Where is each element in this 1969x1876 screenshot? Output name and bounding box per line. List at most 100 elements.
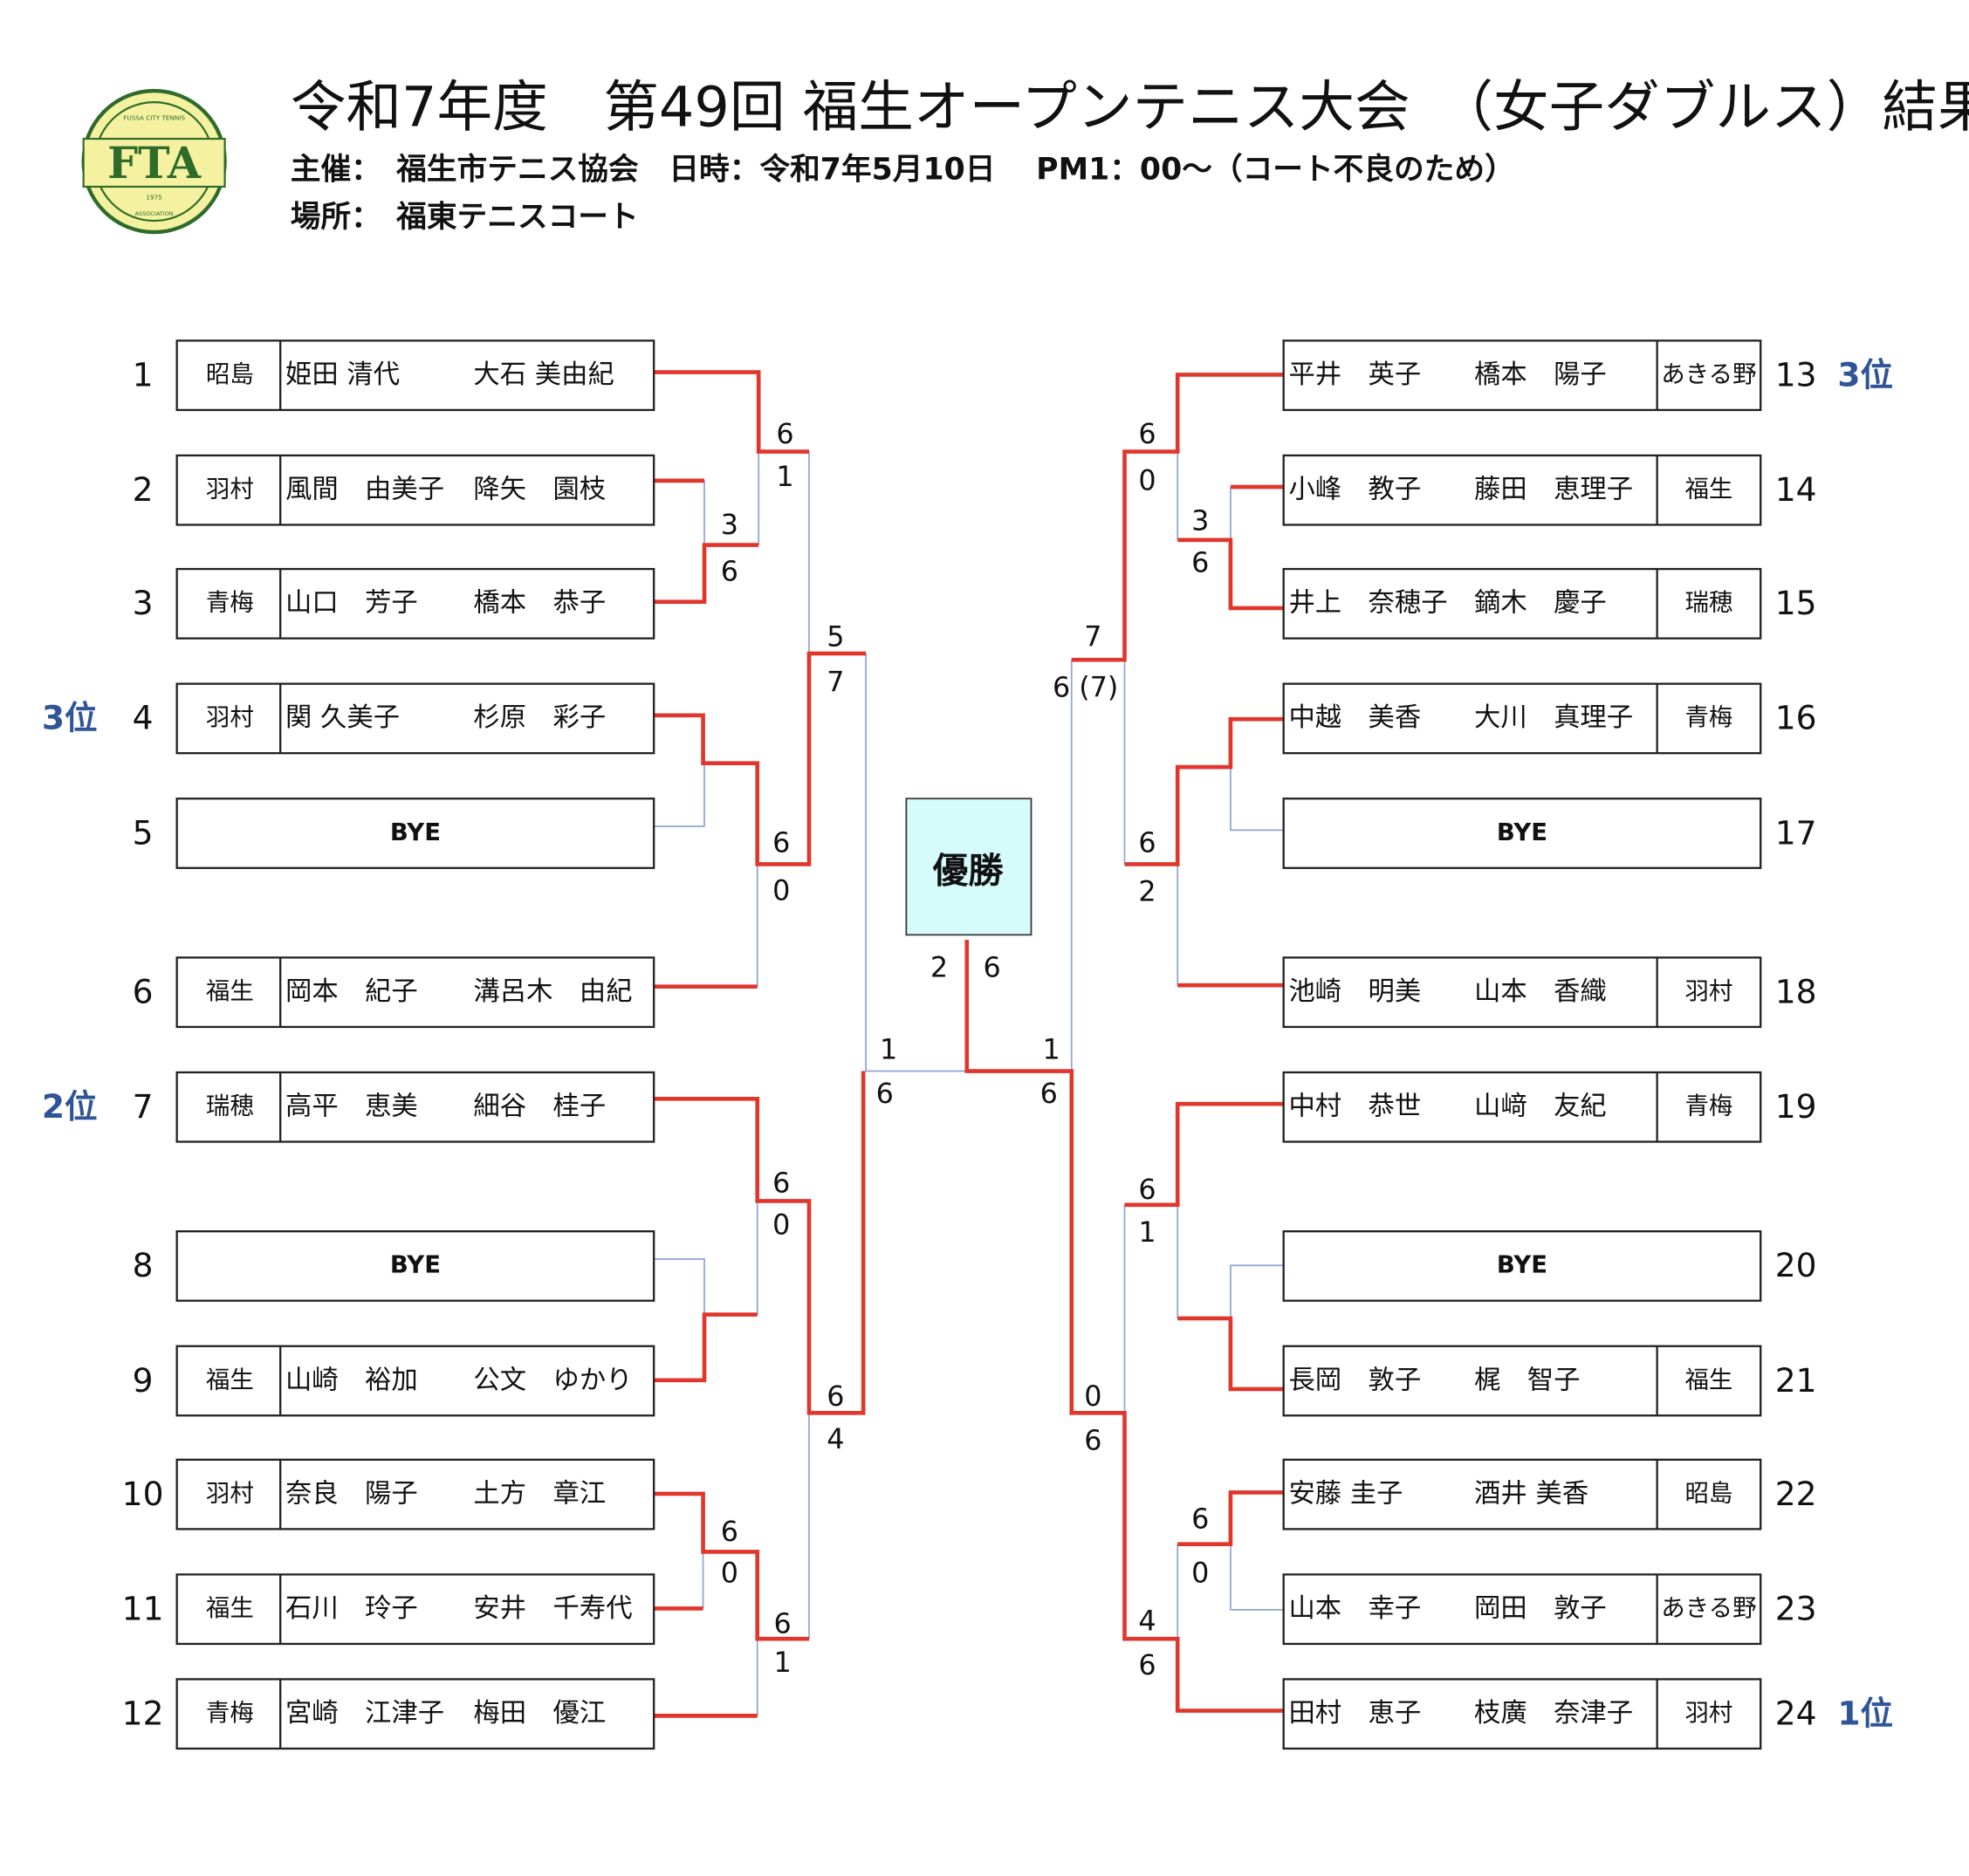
game-score: 6 <box>1138 418 1156 450</box>
game-score: 1 <box>1138 1216 1156 1249</box>
club-name: 福生 <box>206 978 254 1005</box>
seed-number: 21 <box>1775 1361 1817 1400</box>
game-score: 0 <box>772 1208 790 1241</box>
entry-box <box>1282 454 1762 526</box>
organizer-line: 主催： 福生市テニス協会 日時：令和7年5月10日 PM1：00～（コート不良の… <box>291 152 1515 187</box>
winner-bracket-line <box>654 1491 810 1641</box>
game-score: 2 <box>930 951 948 983</box>
game-score: 4 <box>1138 1605 1156 1637</box>
game-score: 6 <box>721 1516 738 1548</box>
player-1-name: 山口 芳子 <box>285 588 418 619</box>
entry-box <box>175 1678 655 1750</box>
club-name: 昭島 <box>1684 1480 1732 1507</box>
game-score: 6 <box>1138 1174 1156 1206</box>
entry-box <box>1282 798 1762 869</box>
game-score: 6 (7) <box>1053 671 1118 703</box>
seed-number: 20 <box>1775 1246 1817 1284</box>
entry-box <box>175 339 655 412</box>
club-name: 羽村 <box>206 704 254 731</box>
entry-row: 72位瑞穂高平 恵美細谷 桂子 <box>42 1071 655 1143</box>
game-score: 0 <box>721 1557 738 1589</box>
player-1-name: 井上 奈穂子 <box>1288 588 1447 619</box>
seed-number: 5 <box>133 813 154 852</box>
player-1-name: 山崎 裕加 <box>285 1365 418 1395</box>
logo-ring-top: FUSSA CITY TENNIS <box>123 113 185 121</box>
bye-label: BYE <box>1497 1252 1547 1279</box>
entry-row: 43位羽村関 久美子杉原 彩子 <box>42 682 655 755</box>
game-score: 0 <box>1191 1557 1209 1589</box>
entry-row: 5 BYE <box>133 798 655 869</box>
seed-number: 7 <box>133 1087 154 1126</box>
player-1-name: 宮崎 江津子 <box>285 1698 444 1729</box>
player-1-name: 平井 英子 <box>1288 359 1421 390</box>
player-1-name: 岡本 紀子 <box>285 976 418 1007</box>
seed-number: 22 <box>1775 1475 1817 1513</box>
game-score: 6 <box>721 555 738 587</box>
game-score: 1 <box>880 1033 897 1065</box>
player-2-name: 橋本 陽子 <box>1474 359 1607 390</box>
entry-box <box>1282 956 1762 1029</box>
venue-line: 場所： 福東テニスコート <box>291 200 639 235</box>
winner-bracket-line <box>654 543 759 604</box>
loser-bracket-line <box>1230 767 1284 832</box>
club-name: あきる野 <box>1661 1595 1756 1622</box>
entry-box <box>175 1458 655 1530</box>
seed-number: 6 <box>133 972 154 1010</box>
club-name: 昭島 <box>206 361 254 388</box>
seed-number: 16 <box>1775 699 1817 737</box>
player-1-name: 長岡 敦子 <box>1288 1365 1421 1395</box>
entry-box <box>1282 339 1762 412</box>
loser-bracket-line <box>1230 1544 1284 1611</box>
player-2-name: 梅田 優江 <box>473 1698 606 1729</box>
bye-label: BYE <box>390 819 441 846</box>
seed-number: 24 <box>1775 1694 1817 1732</box>
player-2-name: 溝呂木 由紀 <box>473 976 632 1007</box>
placement-label: 2位 <box>42 1087 98 1126</box>
player-2-name: 山本 香織 <box>1474 976 1607 1007</box>
game-score: 2 <box>1138 876 1156 908</box>
entry-box <box>175 956 655 1029</box>
player-1-name: 風間 由美子 <box>285 474 444 504</box>
entry-row: 16青梅中越 美香大川 真理子 <box>1282 682 1817 755</box>
seed-number: 11 <box>122 1589 164 1627</box>
game-score: 7 <box>1084 621 1101 654</box>
club-name: 福生 <box>206 1366 254 1393</box>
player-2-name: 梶 智子 <box>1474 1365 1580 1395</box>
entry-row: 22昭島安藤 圭子酒井 美香 <box>1282 1458 1817 1530</box>
game-score: 6 <box>984 951 1001 983</box>
entry-box <box>1282 1345 1762 1417</box>
entry-box <box>1282 1458 1762 1530</box>
winner-bracket-line <box>1124 716 1284 866</box>
winner-bracket-line <box>654 651 867 866</box>
winner-bracket-line <box>1177 537 1284 611</box>
player-2-name: 酒井 美香 <box>1474 1478 1588 1509</box>
player-1-name: 高平 恵美 <box>285 1092 418 1122</box>
game-score: 5 <box>827 621 844 654</box>
winner-bracket-line <box>654 1071 866 1415</box>
fta-logo: FTA FUSSA CITY TENNIS 1975 ASSOCIATION <box>81 88 227 235</box>
entry-box <box>175 1230 655 1302</box>
club-name: 福生 <box>206 1595 254 1622</box>
game-score: 1 <box>774 1647 792 1679</box>
winner-bracket-line <box>654 1312 758 1383</box>
entry-row: 18羽村池崎 明美山本 香織 <box>1282 956 1817 1029</box>
seed-number: 8 <box>133 1246 154 1284</box>
game-score: 6 <box>1084 1425 1101 1457</box>
game-score: 6 <box>774 1607 792 1640</box>
logo-text: FTA <box>107 138 202 188</box>
club-name: 青梅 <box>1684 1093 1732 1120</box>
entry-row: 15瑞穂井上 奈穂子鏑木 慶子 <box>1282 567 1817 640</box>
club-name: 羽村 <box>1684 1700 1732 1727</box>
game-score: 6 <box>827 1380 844 1413</box>
entry-box <box>175 454 655 526</box>
player-1-name: 関 久美子 <box>285 702 400 733</box>
player-1-name: 中越 美香 <box>1288 702 1421 733</box>
player-1-name: 山本 幸子 <box>1288 1593 1421 1624</box>
entry-row: 6 福生 岡本 紀子 溝呂木 由紀 <box>133 956 655 1029</box>
